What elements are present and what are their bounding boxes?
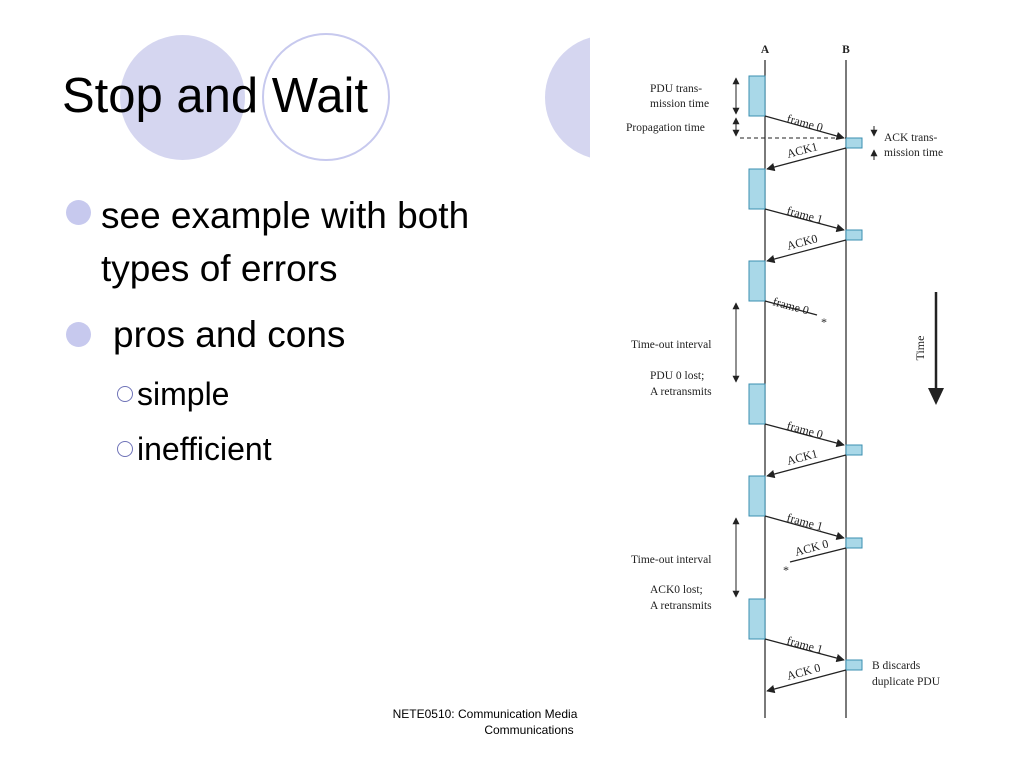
bullet-dot-icon [66,200,91,225]
arrow-frame-1 [764,208,845,233]
sub-bullet-item-1: simple [117,375,229,413]
ack-block [845,137,863,149]
pdu-block [748,383,766,425]
message-label: frame 0 [785,111,824,134]
message-label: ACK1 [785,139,819,161]
sub-bullet-text-2: inefficient [137,431,272,467]
annotation-pdu-time-2: mission time [650,98,709,110]
annotation-timeout-2: Time-out interval [631,554,711,566]
sub-bullet-item-2: inefficient [117,430,272,468]
message-label: frame 1 [785,203,824,226]
annotation-timeout-1: Time-out interval [631,339,711,351]
bullet-text-2: pros and cons [113,314,346,355]
station-a-label: A [761,44,770,56]
lost-star-icon: * [821,315,827,329]
sub-bullet-text-1: simple [137,376,230,412]
arrow-ack1 [766,147,847,172]
diagram-backdrop [590,30,1024,768]
message-label: frame 1 [785,633,824,656]
pdu-block [748,168,766,210]
message-label: ACK0 [785,231,819,253]
decor-circle-outline [262,33,390,161]
message-label: frame 0 [785,418,824,441]
time-axis-arrowhead-icon [928,388,944,405]
slide-title: Stop and Wait [62,69,368,123]
arrow-frame-0-lost [764,300,818,316]
annotation-ack0-lost-2: A retransmits [650,600,712,612]
decor-circle-filled [120,35,245,160]
ack-block [845,444,863,456]
ack-block [845,229,863,241]
annotation-b-discards-2: duplicate PDU [872,676,941,688]
bullet-item-2: pros and cons [66,308,345,361]
footer: NETE0510: Communication Media Communicat… [340,706,630,738]
message-label: frame 1 [785,510,824,533]
bullet-dot-icon [66,322,91,347]
hollow-circle-icon [117,386,133,402]
arrow-ack0-final [766,669,847,694]
annotation-pdu0-lost-1: PDU 0 lost; [650,370,704,382]
arrow-ack1-second [766,454,847,479]
message-label: ACK 0 [785,660,822,682]
pdu-block [748,260,766,302]
arrow-frame-1-second [764,515,845,541]
arrow-ack0 [766,239,847,264]
annotation-b-discards-1: B discards [872,660,921,672]
bullet-text-1-line2: types of errors [101,248,338,289]
pdu-block [748,75,766,117]
arrow-frame-0-retransmit [764,423,845,448]
arrow-frame-1-duplicate [764,638,845,663]
message-label: frame 0 [771,294,810,317]
pdu-block [748,598,766,640]
annotation-ack-time-2: mission time [884,147,943,159]
footer-line-2: Communications [484,723,574,737]
annotation-ack-time-1: ACK trans- [884,132,938,144]
bullet-text-1: see example with both types of errors [101,189,469,295]
footer-line-1: NETE0510: Communication Media [392,707,578,721]
annotation-pdu0-lost-2: A retransmits [650,386,712,398]
ack-block [845,659,863,671]
arrow-frame-0 [764,115,845,141]
stop-and-wait-timing-diagram: A B * * frame 0 ACK1 frame 1 [626,44,944,718]
bullet-text-1-line1: see example with both [101,195,470,236]
lost-star-icon: * [783,563,789,577]
message-label: ACK1 [785,446,819,468]
pdu-block [748,475,766,517]
annotation-propagation-time: Propagation time [626,122,705,134]
annotation-pdu-time-1: PDU trans- [650,83,702,95]
time-axis-label: Time [913,336,927,361]
annotation-ack0-lost-1: ACK0 lost; [650,584,703,596]
arrow-ack0-lost [789,547,847,563]
ack-block [845,537,863,549]
hollow-circle-icon [117,441,133,457]
bullet-item-1: see example with both types of errors [66,189,586,295]
message-label: ACK 0 [793,536,830,558]
station-b-label: B [842,44,850,56]
